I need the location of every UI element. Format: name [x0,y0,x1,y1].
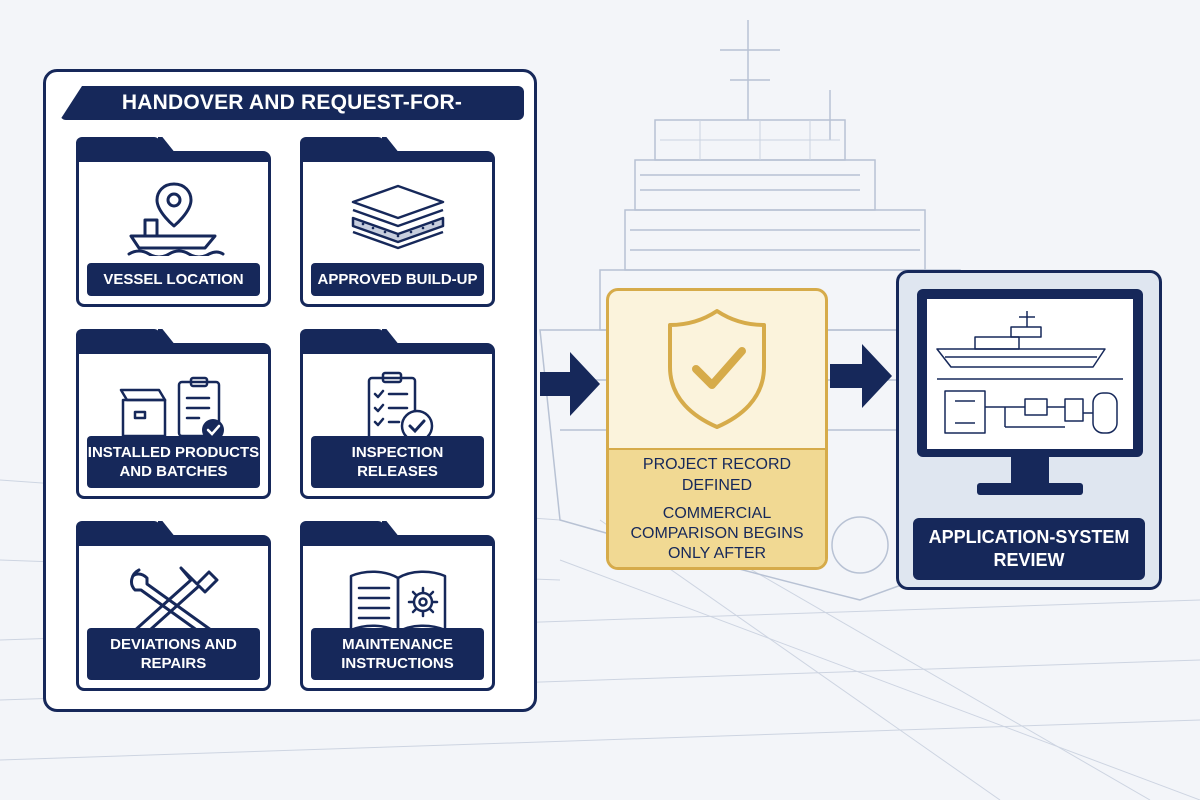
folder-approved-build-up: APPROVED BUILD-UP [300,137,495,307]
folder-body: DEVIATIONS AND REPAIRS [76,535,271,691]
arrow-right-icon [830,344,892,408]
folder-body-top [303,154,492,162]
handover-pack-panel: HANDOVER AND REQUEST-FOR-QUOTATION PACK … [43,69,537,712]
application-system-card: APPLICATION-SYSTEM REVIEW [896,270,1162,590]
folder-body-top [79,154,268,162]
folder-label: DEVIATIONS AND REPAIRS [87,628,260,680]
folder-body: APPROVED BUILD-UP [300,151,495,307]
folder-body: MAINTENANCE INSTRUCTIONS [300,535,495,691]
record-line: ONLY AFTER [667,544,767,562]
box-clipboard-check-icon [119,376,224,441]
shield-check-icon [668,309,766,429]
folder-label: INSTALLED PRODUCTS AND BATCHES [87,436,260,488]
review-line: APPLICATION-SYSTEM [928,527,1130,547]
record-line: COMMERCIAL [662,504,772,522]
folder-label-line: MAINTENANCE INSTRUCTIONS [341,636,454,672]
folder-installed-products: INSTALLED PRODUCTS AND BATCHES [76,329,271,499]
folder-label: VESSEL LOCATION [87,263,260,296]
review-line: REVIEW [993,550,1065,570]
folder-body-top [303,538,492,546]
layers-icon [351,184,445,250]
folder-label: APPROVED BUILD-UP [311,263,484,296]
record-line: PROJECT RECORD [642,456,792,473]
application-system-review-label: APPLICATION-SYSTEM REVIEW [913,518,1145,580]
record-line: COMPARISON BEGINS [630,524,804,542]
folder-body-top [303,346,492,354]
folder-label-line: INSTALLED PRODUCTS [87,444,260,461]
folder-deviations-repairs: DEVIATIONS AND REPAIRS [76,521,271,691]
arrow-right-icon [540,352,600,416]
record-defined-label: PROJECT RECORD DEFINED [609,448,825,502]
folder-maintenance-instructions: MAINTENANCE INSTRUCTIONS [300,521,495,691]
folder-body: INSTALLED PRODUCTS AND BATCHES [76,343,271,499]
folder-label-line: INSPECTION RELEASES [351,444,444,480]
folder-label-line: APPROVED BUILD-UP [317,271,478,288]
folder-inspection-releases: INSPECTION RELEASES [300,329,495,499]
monitor-ship-schematic-icon [917,289,1143,495]
pack-title: HANDOVER AND REQUEST-FOR-QUOTATION PACK [60,86,524,148]
folder-body-top [79,346,268,354]
folder-label-line: AND BATCHES [119,463,228,480]
folder-vessel-location: VESSEL LOCATION [76,137,271,307]
project-record-card: PROJECT RECORD DEFINED COMMERCIAL COMPAR… [606,288,828,570]
folder-label: INSPECTION RELEASES [311,436,484,488]
ship-location-pin-icon [127,182,225,256]
folder-body: INSPECTION RELEASES [300,343,495,499]
folder-label-line: VESSEL LOCATION [103,271,244,288]
folder-body: VESSEL LOCATION [76,151,271,307]
record-line: DEFINED [681,477,753,494]
folder-label-line: DEVIATIONS AND REPAIRS [110,636,237,672]
folder-label: MAINTENANCE INSTRUCTIONS [311,628,484,680]
commercial-comparison-label: COMMERCIAL COMPARISON BEGINS ONLY AFTER [609,500,825,567]
folder-body-top [79,538,268,546]
